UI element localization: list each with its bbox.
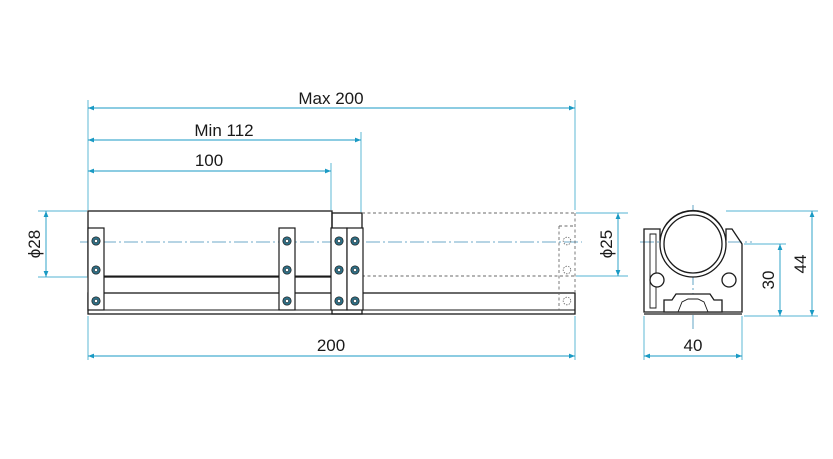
height-axis-label: 30 [759, 271, 778, 290]
hex-socket-bolt-icon [334, 296, 344, 306]
tube-cross-section-icon [659, 209, 727, 278]
rod-dia-label: ϕ25 [597, 230, 616, 258]
width-label: 40 [684, 336, 703, 355]
hex-socket-bolt-icon [91, 296, 101, 306]
hex-socket-bolt-icon [91, 265, 101, 275]
hex-socket-bolt-icon [282, 236, 292, 246]
stroke-label: 100 [195, 151, 223, 170]
hex-socket-bolt-icon [562, 296, 572, 306]
extended-position-phantom [362, 212, 576, 310]
hex-socket-bolt-icon [282, 265, 292, 275]
mount-hole-left [649, 272, 665, 288]
hex-socket-bolt-icon [334, 265, 344, 275]
min-length-label: Min 112 [194, 121, 253, 140]
tube-dia-label: ϕ28 [25, 230, 44, 258]
height-total-label: 44 [791, 255, 810, 274]
hex-socket-bolt-icon [350, 265, 360, 275]
front-view: Max 200 Min 112 100 200 ϕ28 ϕ25 [25, 89, 628, 360]
mount-hole-right [721, 272, 737, 288]
side-slider-profile [663, 293, 723, 313]
max-stroke-label: Max 200 [298, 89, 363, 108]
hex-socket-bolt-icon [282, 296, 292, 306]
side-slider-groove [677, 298, 709, 313]
hex-socket-bolt-icon [91, 236, 101, 246]
side-housing-inner [649, 233, 657, 309]
hex-socket-bolt-icon [562, 236, 572, 246]
hex-socket-bolt-icon [350, 296, 360, 306]
total-length-label: 200 [317, 336, 345, 355]
bolts [91, 236, 572, 306]
hex-socket-bolt-icon [562, 265, 572, 275]
hex-socket-bolt-icon [350, 236, 360, 246]
side-view: 40 30 44 [640, 205, 818, 360]
hex-socket-bolt-icon [334, 236, 344, 246]
